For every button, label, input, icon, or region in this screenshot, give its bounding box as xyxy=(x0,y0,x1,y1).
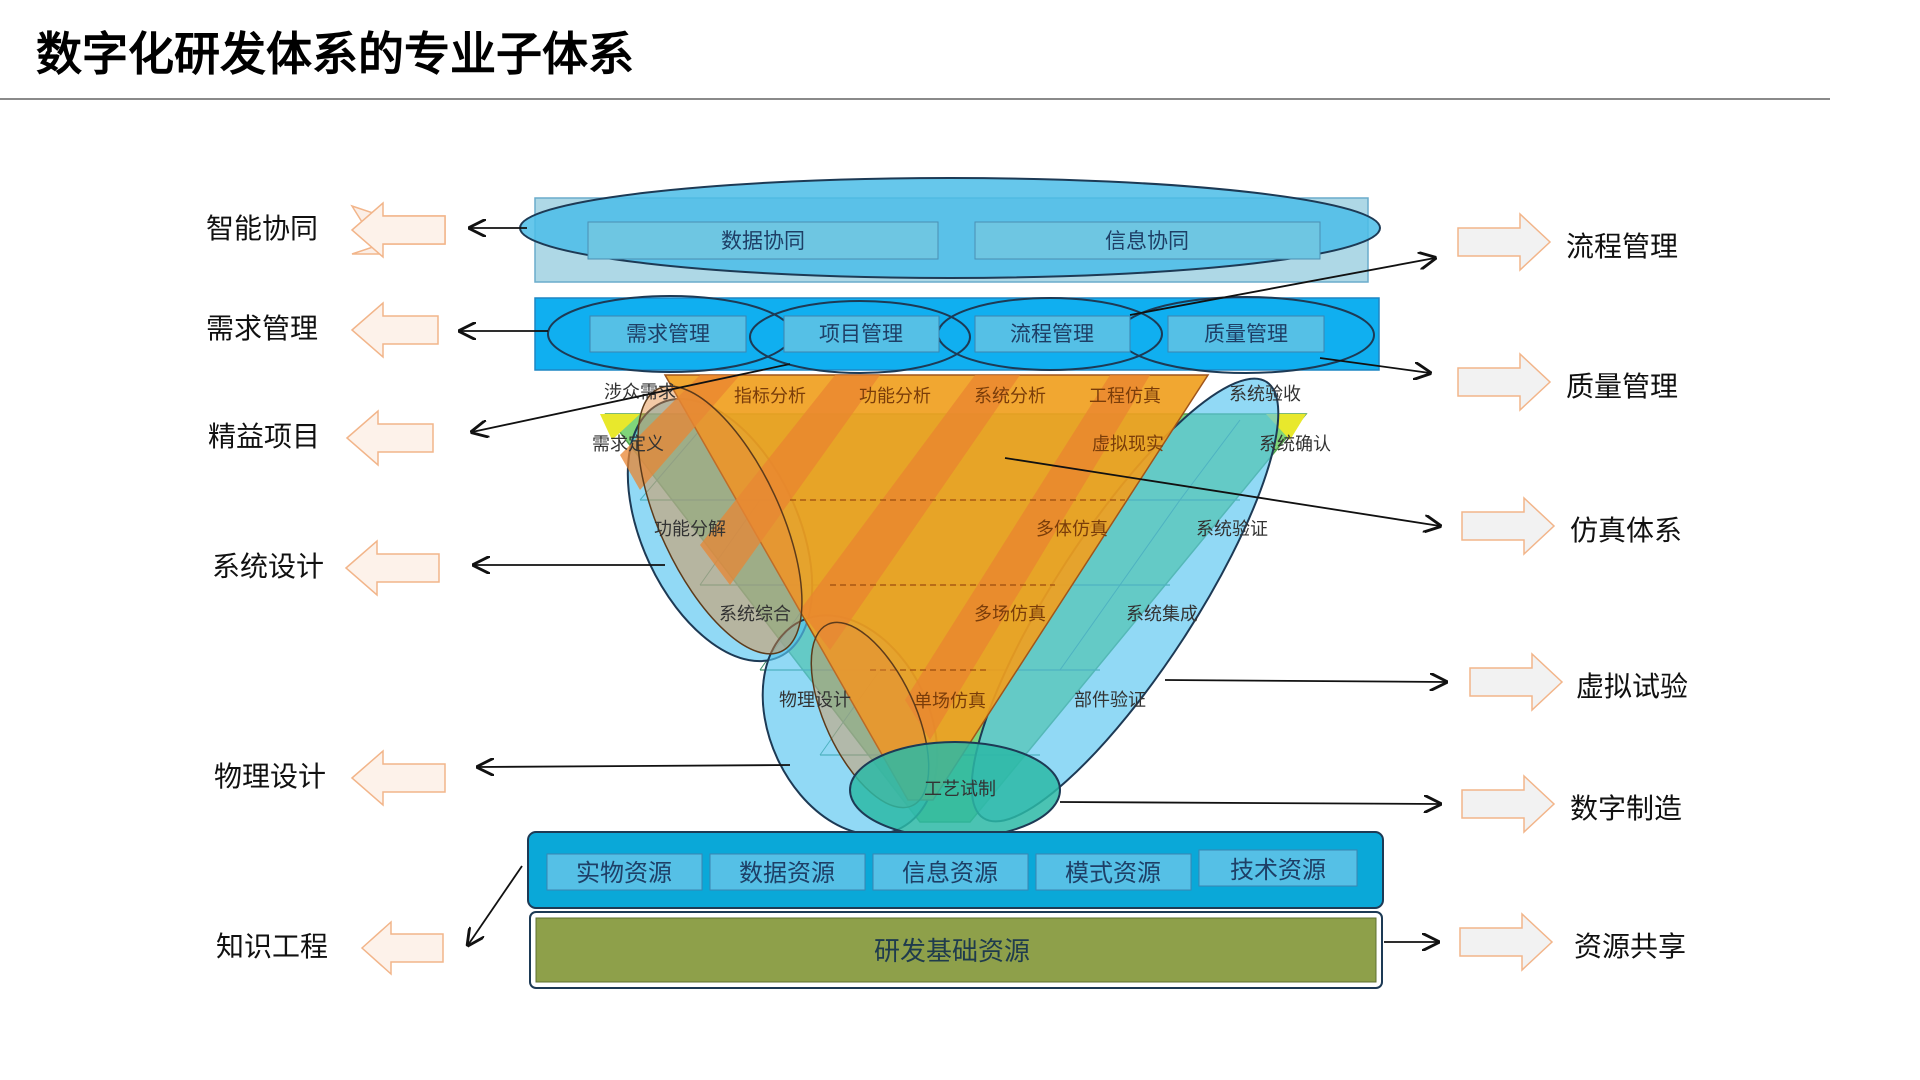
resource-box-physical[interactable] xyxy=(546,853,703,891)
v-label-vr: 虚拟现实 xyxy=(1092,434,1164,455)
left-arrow-shapes xyxy=(344,201,446,976)
simulation-dashes xyxy=(790,499,1125,671)
resource-box-tech[interactable] xyxy=(1198,849,1358,887)
right-arrow-flow-mgmt xyxy=(1457,212,1552,272)
left-arrow-knowledge-eng xyxy=(360,920,444,976)
left-arrow-req-mgmt xyxy=(350,301,439,359)
right-arrow-resource-share xyxy=(1459,912,1554,972)
v-label-function-analysis: 功能分析 xyxy=(859,386,931,407)
v-label-func-decomp: 功能分解 xyxy=(654,519,726,540)
right-label-quality-mgmt: 质量管理 xyxy=(1566,370,1678,403)
data-collab-box[interactable] xyxy=(587,221,939,260)
resource-label-physical: 实物资源 xyxy=(576,859,672,887)
right-arrow-simulation xyxy=(1461,496,1556,556)
left-label-smart-collab: 智能协同 xyxy=(206,212,318,245)
left-label-knowledge-eng: 知识工程 xyxy=(216,930,328,963)
v-label-indicator: 指标分析 xyxy=(734,386,806,407)
resource-boxes: 实物资源 数据资源 信息资源 模式资源 技术资源 xyxy=(546,849,1358,891)
req-mgmt-label: 需求管理 xyxy=(626,322,710,346)
resource-label-tech: 技术资源 xyxy=(1230,856,1326,884)
flow-mgmt-label: 流程管理 xyxy=(1010,322,1094,346)
v-label-process-trial: 工艺试制 xyxy=(924,779,996,800)
resource-label-info: 信息资源 xyxy=(902,859,998,887)
v-label-physical-design: 物理设计 xyxy=(779,690,851,711)
v-label-system-synth: 系统综合 xyxy=(719,604,791,625)
info-collab-box[interactable] xyxy=(974,221,1321,260)
v-label-sys-verify: 系统验证 xyxy=(1196,519,1268,540)
info-collab-label: 信息协同 xyxy=(1105,229,1189,253)
v-label-part-verify: 部件验证 xyxy=(1074,690,1146,711)
right-label-virtual-test: 虚拟试验 xyxy=(1576,670,1688,703)
resource-label-data: 数据资源 xyxy=(739,859,835,887)
data-collab-label: 数据协同 xyxy=(721,229,805,253)
base-resource-box[interactable] xyxy=(535,917,1377,983)
right-arrow-virtual-test xyxy=(1469,652,1564,712)
v-label-sys-confirm: 系统确认 xyxy=(1259,434,1331,455)
resource-label-mode: 模式资源 xyxy=(1065,859,1161,887)
resource-box-mode[interactable] xyxy=(1035,853,1192,891)
v-label-stakeholder: 涉众需求 xyxy=(604,382,676,403)
right-connectors xyxy=(1004,258,1446,942)
left-arrow-physical-design xyxy=(350,749,446,807)
quality-mgmt-label: 质量管理 xyxy=(1204,322,1288,346)
left-connectors xyxy=(460,228,791,945)
proj-mgmt-label: 项目管理 xyxy=(819,322,903,346)
right-label-simulation: 仿真体系 xyxy=(1570,514,1682,547)
left-label-req-mgmt: 需求管理 xyxy=(206,312,318,345)
right-column: 流程管理 质量管理 仿真体系 虚拟试验 数字制造 资源共享 xyxy=(1566,230,1688,963)
left-arrow-lean-project xyxy=(345,409,434,467)
right-arrow-shapes xyxy=(1457,212,1564,972)
right-arrow-quality-mgmt xyxy=(1457,352,1552,412)
resource-box-data[interactable] xyxy=(709,853,866,891)
proj-mgmt-box[interactable] xyxy=(783,315,940,353)
page-title: 数字化研发体系的专业子体系 xyxy=(36,27,634,81)
title-divider xyxy=(0,98,1830,100)
flow-mgmt-box[interactable] xyxy=(974,315,1131,353)
left-arrow-smart-collab xyxy=(350,201,446,259)
v-label-multifield: 多场仿真 xyxy=(974,604,1046,625)
v-label-multibody: 多体仿真 xyxy=(1036,519,1108,540)
left-column: 智能协同 需求管理 精益项目 系统设计 物理设计 知识工程 xyxy=(206,212,328,963)
v-label-singlefield: 单场仿真 xyxy=(914,691,986,712)
v-label-req-def: 需求定义 xyxy=(592,434,664,455)
proj-mgmt-ellipse xyxy=(749,300,971,374)
v-label-acceptance: 系统验收 xyxy=(1229,384,1301,405)
left-arrow-system-design xyxy=(344,539,440,597)
right-arrow-digital-mfg xyxy=(1461,774,1556,834)
project-link-ellipse xyxy=(637,385,803,655)
right-label-resource-share: 资源共享 xyxy=(1574,930,1686,963)
resource-box-info[interactable] xyxy=(872,853,1029,891)
right-label-digital-mfg: 数字制造 xyxy=(1570,792,1682,825)
v-label-engineering-sim: 工程仿真 xyxy=(1089,386,1161,407)
left-label-system-design: 系统设计 xyxy=(212,550,324,583)
v-label-system-analysis: 系统分析 xyxy=(974,386,1046,407)
base-resource-label: 研发基础资源 xyxy=(874,937,1030,967)
quality-mgmt-box[interactable] xyxy=(1167,315,1325,353)
req-mgmt-box[interactable] xyxy=(589,315,747,353)
v-label-sys-integrate: 系统集成 xyxy=(1126,604,1198,625)
right-label-flow-mgmt: 流程管理 xyxy=(1566,230,1678,263)
left-label-physical-design: 物理设计 xyxy=(214,760,326,793)
left-yellow-accent xyxy=(600,414,640,440)
left-label-lean-project: 精益项目 xyxy=(208,420,320,453)
